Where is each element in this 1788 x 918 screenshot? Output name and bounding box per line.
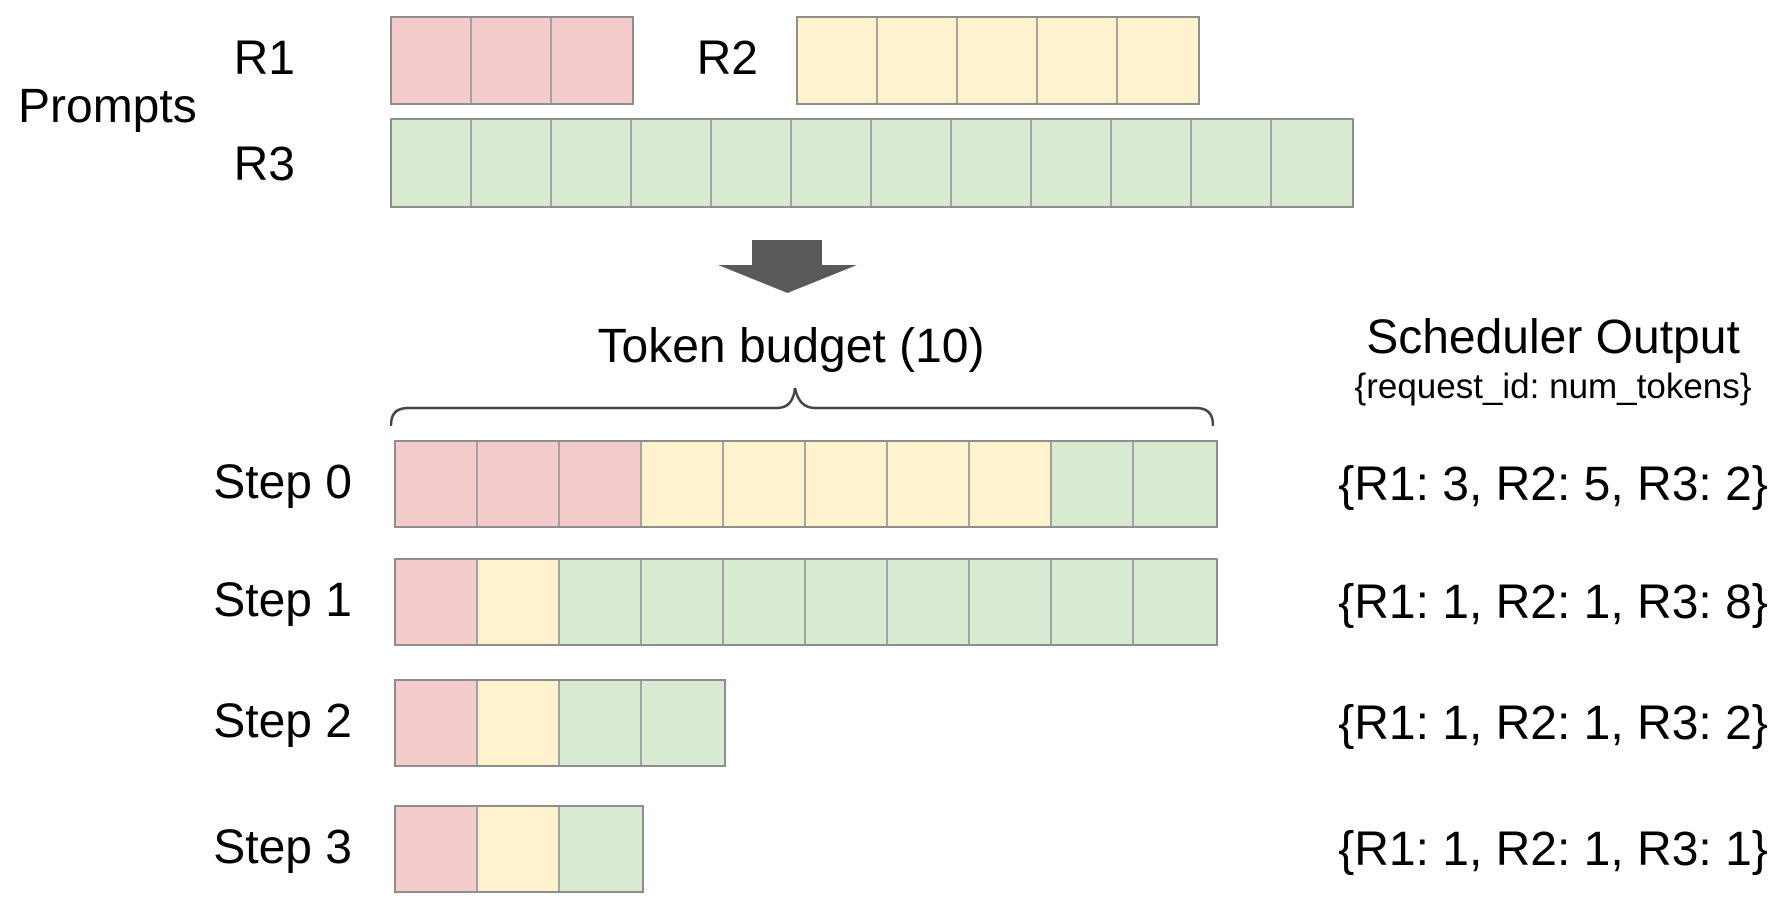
step-row-0 — [394, 440, 1218, 528]
token-cell — [642, 560, 724, 644]
token-cell — [396, 681, 478, 765]
token-cell — [642, 442, 724, 526]
token-cell — [724, 560, 806, 644]
token-cell — [1052, 560, 1134, 644]
token-cell — [552, 120, 632, 206]
scheduler-output-line-0: {R1: 3, R2: 5, R3: 2} — [1338, 458, 1768, 511]
token-cell — [478, 442, 560, 526]
step-row-2 — [394, 679, 726, 767]
token-cell — [724, 442, 806, 526]
token-cell — [478, 681, 560, 765]
prompt-row-r3 — [390, 118, 1354, 208]
token-cell — [1112, 120, 1192, 206]
token-cell — [478, 560, 560, 644]
token-cell — [642, 681, 724, 765]
token-cell — [806, 442, 888, 526]
request-label-r3: R3 — [233, 138, 295, 191]
prompt-row-r1 — [390, 16, 634, 105]
scheduler-output-title: Scheduler Output — [1366, 311, 1740, 364]
step-row-1 — [394, 558, 1218, 646]
token-cell — [1038, 18, 1118, 103]
prompt-row-r2 — [796, 16, 1200, 105]
token-cell — [798, 18, 878, 103]
token-cell — [552, 18, 632, 103]
token-cell — [1118, 18, 1198, 103]
token-cell — [952, 120, 1032, 206]
token-cell — [560, 681, 642, 765]
token-cell — [872, 120, 952, 206]
token-cell — [1134, 442, 1216, 526]
token-cell — [1192, 120, 1272, 206]
token-cell — [560, 560, 642, 644]
token-cell — [806, 560, 888, 644]
token-cell — [712, 120, 792, 206]
prompts-label: Prompts — [18, 80, 197, 133]
token-cell — [878, 18, 958, 103]
token-cell — [888, 560, 970, 644]
token-cell — [632, 120, 712, 206]
scheduler-output-line-2: {R1: 1, R2: 1, R3: 2} — [1338, 697, 1768, 750]
token-cell — [1032, 120, 1112, 206]
request-label-r2: R2 — [696, 32, 758, 85]
token-cell — [958, 18, 1038, 103]
step-label-0: Step 0 — [213, 456, 352, 509]
token-cell — [1272, 120, 1352, 206]
token-cell — [1052, 442, 1134, 526]
token-cell — [970, 442, 1052, 526]
down-arrow-icon — [718, 240, 857, 293]
token-cell — [792, 120, 872, 206]
scheduler-output-line-1: {R1: 1, R2: 1, R3: 8} — [1338, 576, 1768, 629]
token-cell — [396, 560, 478, 644]
token-cell — [396, 442, 478, 526]
token-cell — [1134, 560, 1216, 644]
step-row-3 — [394, 805, 644, 893]
step-label-3: Step 3 — [213, 821, 352, 874]
token-cell — [396, 807, 478, 891]
token-cell — [472, 120, 552, 206]
scheduler-output-subtitle: {request_id: num_tokens} — [1354, 367, 1752, 406]
step-label-1: Step 1 — [213, 574, 352, 627]
token-cell — [970, 560, 1052, 644]
step-label-2: Step 2 — [213, 695, 352, 748]
brace-icon — [389, 384, 1215, 427]
token-cell — [560, 807, 642, 891]
token-cell — [888, 442, 970, 526]
token-cell — [560, 442, 642, 526]
token-cell — [478, 807, 560, 891]
scheduler-output-line-3: {R1: 1, R2: 1, R3: 1} — [1338, 823, 1768, 876]
token-budget-label: Token budget (10) — [597, 320, 985, 373]
token-cell — [392, 18, 472, 103]
request-label-r1: R1 — [233, 32, 295, 85]
token-cell — [472, 18, 552, 103]
token-cell — [392, 120, 472, 206]
